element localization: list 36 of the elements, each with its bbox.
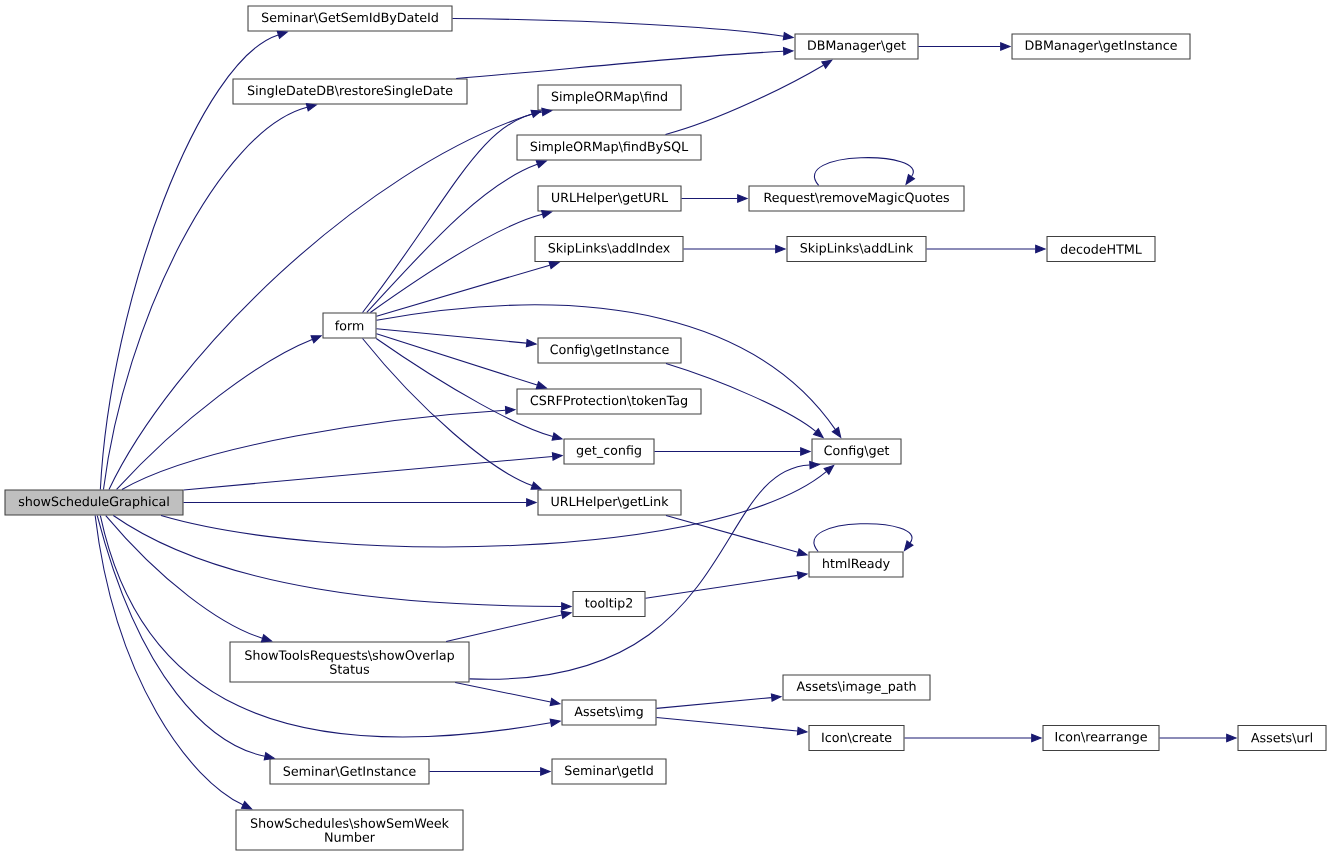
function-box: Seminar\getId [551,758,667,785]
function-box: DBManager\getInstance [1011,33,1191,60]
function-box: form [322,312,377,339]
loop-arrow [813,523,914,552]
function-box: Icon\rearrange [1042,724,1160,752]
function-box: URLHelper\getLink [537,489,682,516]
function-box: decodeHTML [1046,235,1156,263]
function-box: URLHelper\getURL [537,185,682,212]
function-box: ShowSchedules\showSemWeek Number [235,809,464,851]
arrow [94,515,253,810]
function-box: Request\removeMagicQuotes [748,185,965,212]
arrow [160,464,835,548]
function-box: ShowToolsRequests\showOverlap Status [229,641,470,683]
arrow [664,59,833,135]
function-box: CSRFProtection\tokenTag [516,388,702,415]
function-box: showScheduleGraphical [4,489,184,516]
arrow [369,209,553,313]
function-box: SkipLinks\addIndex [534,235,684,263]
function-box: Assets\image_path [782,674,931,701]
function-box: SimpleORMap\findBySQL [516,134,702,161]
function-box: Seminar\GetInstance [269,758,430,785]
function-box: SingleDateDB\restoreSingleDate [232,78,468,105]
function-box: SimpleORMap\find [537,84,682,111]
function-box: Assets\img [561,699,657,726]
arrow [362,107,553,313]
function-box: Config\get [811,438,902,465]
function-box: DBManager\get [794,33,919,60]
function-box: get_config [563,438,655,465]
function-box: tooltip2 [572,590,646,618]
function-box: Seminar\GetSemIdByDateId [247,5,453,32]
function-box: SkipLinks\addLink [786,235,927,263]
function-box: htmlReady [808,551,904,578]
function-box: Config\getInstance [537,337,682,364]
loop-arrow [813,157,916,186]
function-box: Icon\create [808,724,905,752]
function-box: Assets\url [1237,724,1327,752]
